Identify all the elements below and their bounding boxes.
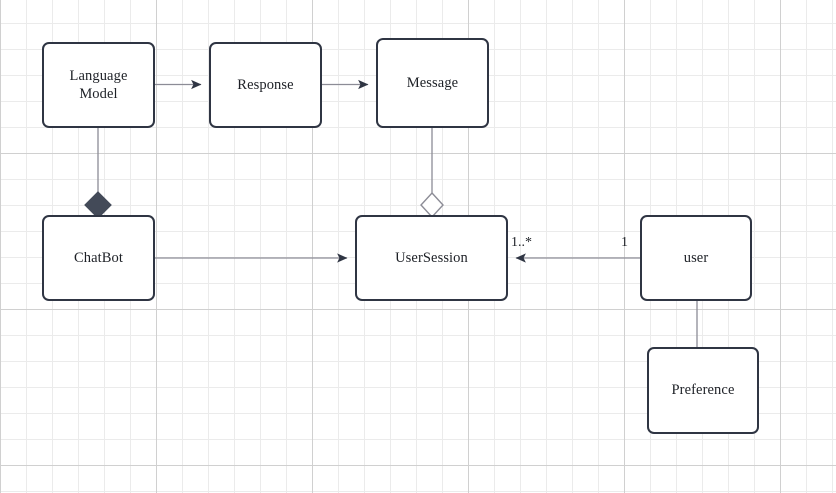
- node-label-message: Message: [406, 74, 459, 91]
- edge-language-model-to-chatbot: [84, 128, 112, 219]
- node-label-usersession: UserSession: [395, 249, 468, 266]
- edge-message-to-usersession: [420, 128, 444, 219]
- node-preference[interactable]: Preference: [647, 347, 759, 434]
- node-label-language-model: Language Model: [69, 67, 128, 102]
- node-label-user: user: [683, 249, 709, 266]
- node-label-chatbot: ChatBot: [73, 249, 124, 266]
- node-chatbot[interactable]: ChatBot: [42, 215, 155, 301]
- multiplicity-label-usersession: 1..*: [511, 235, 532, 250]
- node-response[interactable]: Response: [209, 42, 322, 128]
- node-usersession[interactable]: UserSession: [355, 215, 508, 301]
- node-message[interactable]: Message: [376, 38, 489, 128]
- node-label-preference: Preference: [671, 382, 735, 399]
- hollow-diamond-icon: [420, 191, 444, 219]
- multiplicity-label-user: 1: [621, 235, 628, 250]
- node-user[interactable]: user: [640, 215, 752, 301]
- node-language-model[interactable]: Language Model: [42, 42, 155, 128]
- node-label-response: Response: [237, 76, 294, 93]
